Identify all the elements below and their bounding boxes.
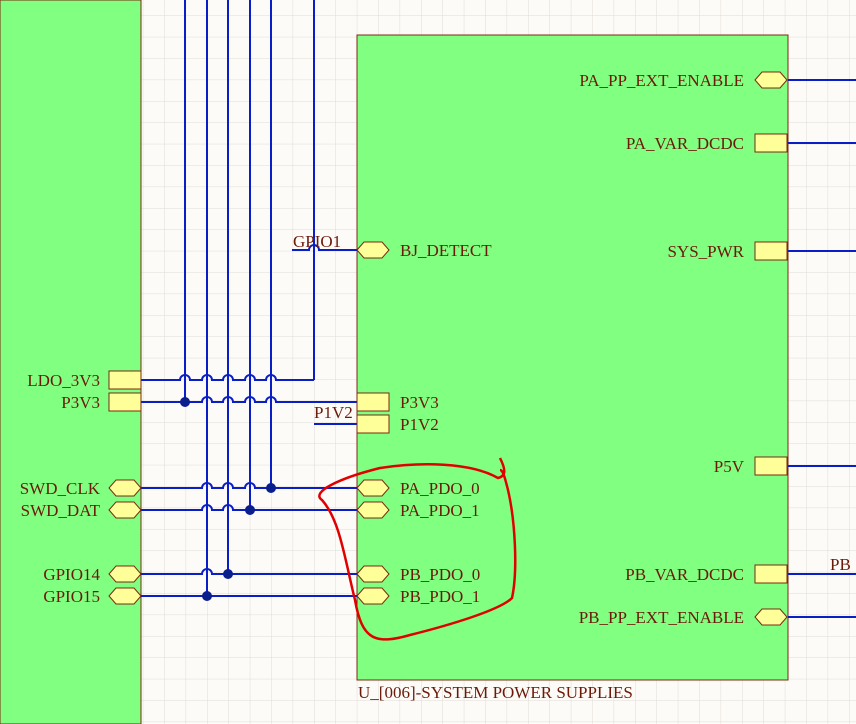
port-label: BJ_DETECT (400, 241, 492, 260)
port-label: P1V2 (400, 415, 439, 434)
port-pa-pp-ext-enable[interactable] (754, 71, 788, 89)
junction-dot (180, 397, 190, 407)
port-pa-var-dcdc[interactable] (754, 133, 788, 153)
wires (141, 0, 856, 618)
system-power-supplies-sheet[interactable] (356, 34, 789, 681)
port-swd-dat[interactable] (108, 501, 142, 519)
sheet-designator: U_[006]-SYSTEM POWER SUPPLIES (358, 683, 633, 702)
left-sheet-symbol[interactable] (0, 0, 142, 724)
port-pa-pdo-0[interactable] (356, 479, 390, 497)
port-label: PB_PP_EXT_ENABLE (579, 608, 744, 627)
port-pb-pdo-1[interactable] (356, 587, 390, 605)
port-pb-var-dcdc[interactable] (754, 564, 788, 584)
port-label: P3V3 (61, 393, 100, 412)
wire-swd-clk[interactable] (141, 482, 357, 489)
port-pb-pp-ext-enable[interactable] (754, 608, 788, 626)
port-p1v2[interactable] (356, 414, 390, 434)
port-gpio15[interactable] (108, 587, 142, 605)
port-label: PB_PDO_1 (400, 587, 480, 606)
port-bj-detect[interactable] (356, 241, 390, 259)
net-label-pb: PB (830, 555, 851, 574)
wire-swd-dat[interactable] (141, 504, 357, 511)
port-label: PA_PP_EXT_ENABLE (579, 71, 744, 90)
port-swd-clk[interactable] (108, 479, 142, 497)
port-label: GPIO14 (43, 565, 100, 584)
net-label-p1v2: P1V2 (314, 403, 353, 422)
port-label: LDO_3V3 (27, 371, 100, 390)
junction-dot (245, 505, 255, 515)
wire-gpio1[interactable] (292, 244, 357, 251)
port-p3v3[interactable] (356, 392, 390, 412)
net-label-gpio1: GPIO1 (293, 232, 341, 251)
wire-p3v3[interactable] (141, 396, 357, 403)
port-sys-pwr[interactable] (754, 241, 788, 261)
port-label: SWD_CLK (20, 479, 101, 498)
port-pb-pdo-0[interactable] (356, 565, 390, 583)
port-pa-pdo-1[interactable] (356, 501, 390, 519)
red-annotation-circle (318, 457, 517, 641)
port-label: SWD_DAT (21, 501, 101, 520)
junction-dot (202, 591, 212, 601)
port-label: PA_PDO_0 (400, 479, 480, 498)
port-p3v3[interactable] (108, 392, 142, 412)
port-label: GPIO15 (43, 587, 100, 606)
port-p5v[interactable] (754, 456, 788, 476)
port-label: PB_VAR_DCDC (625, 565, 744, 584)
port-ldo-3v3[interactable] (108, 370, 142, 390)
junction-dot (266, 483, 276, 493)
port-label: PA_PDO_1 (400, 501, 480, 520)
wire-gpio14[interactable] (141, 568, 357, 575)
port-label: P5V (714, 457, 745, 476)
port-label: P3V3 (400, 393, 439, 412)
junction-dot (223, 569, 233, 579)
port-label: PA_VAR_DCDC (626, 134, 744, 153)
port-label: PB_PDO_0 (400, 565, 480, 584)
port-label: SYS_PWR (667, 242, 744, 261)
port-gpio14[interactable] (108, 565, 142, 583)
wire-ldo-3v3[interactable] (141, 374, 314, 381)
